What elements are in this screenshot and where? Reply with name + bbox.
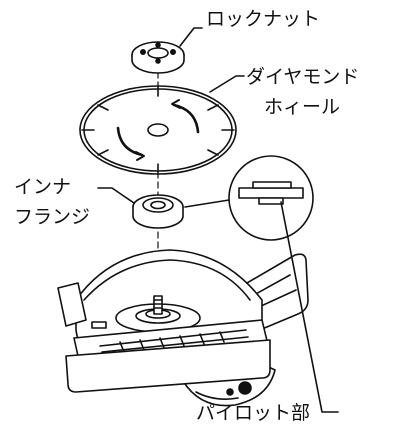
- diamond-wheel-part: [79, 85, 237, 175]
- lock-nut-part: [131, 41, 185, 74]
- pilot-detail-callout: [184, 155, 314, 241]
- leader-lines: [97, 27, 339, 413]
- diamond-wheel-label-line1: ダイヤモンド: [246, 66, 360, 88]
- lock-nut-label: ロックナット: [206, 8, 321, 30]
- diamond-wheel-label-line2: ホィール: [264, 96, 341, 118]
- grinder-body: [57, 249, 309, 407]
- pilot-part-label: パイロット部: [196, 402, 311, 424]
- inner-flange-part: [132, 194, 184, 229]
- inner-flange-label-line1: インナ: [14, 176, 72, 198]
- inner-flange-label-line2: フランジ: [14, 206, 91, 228]
